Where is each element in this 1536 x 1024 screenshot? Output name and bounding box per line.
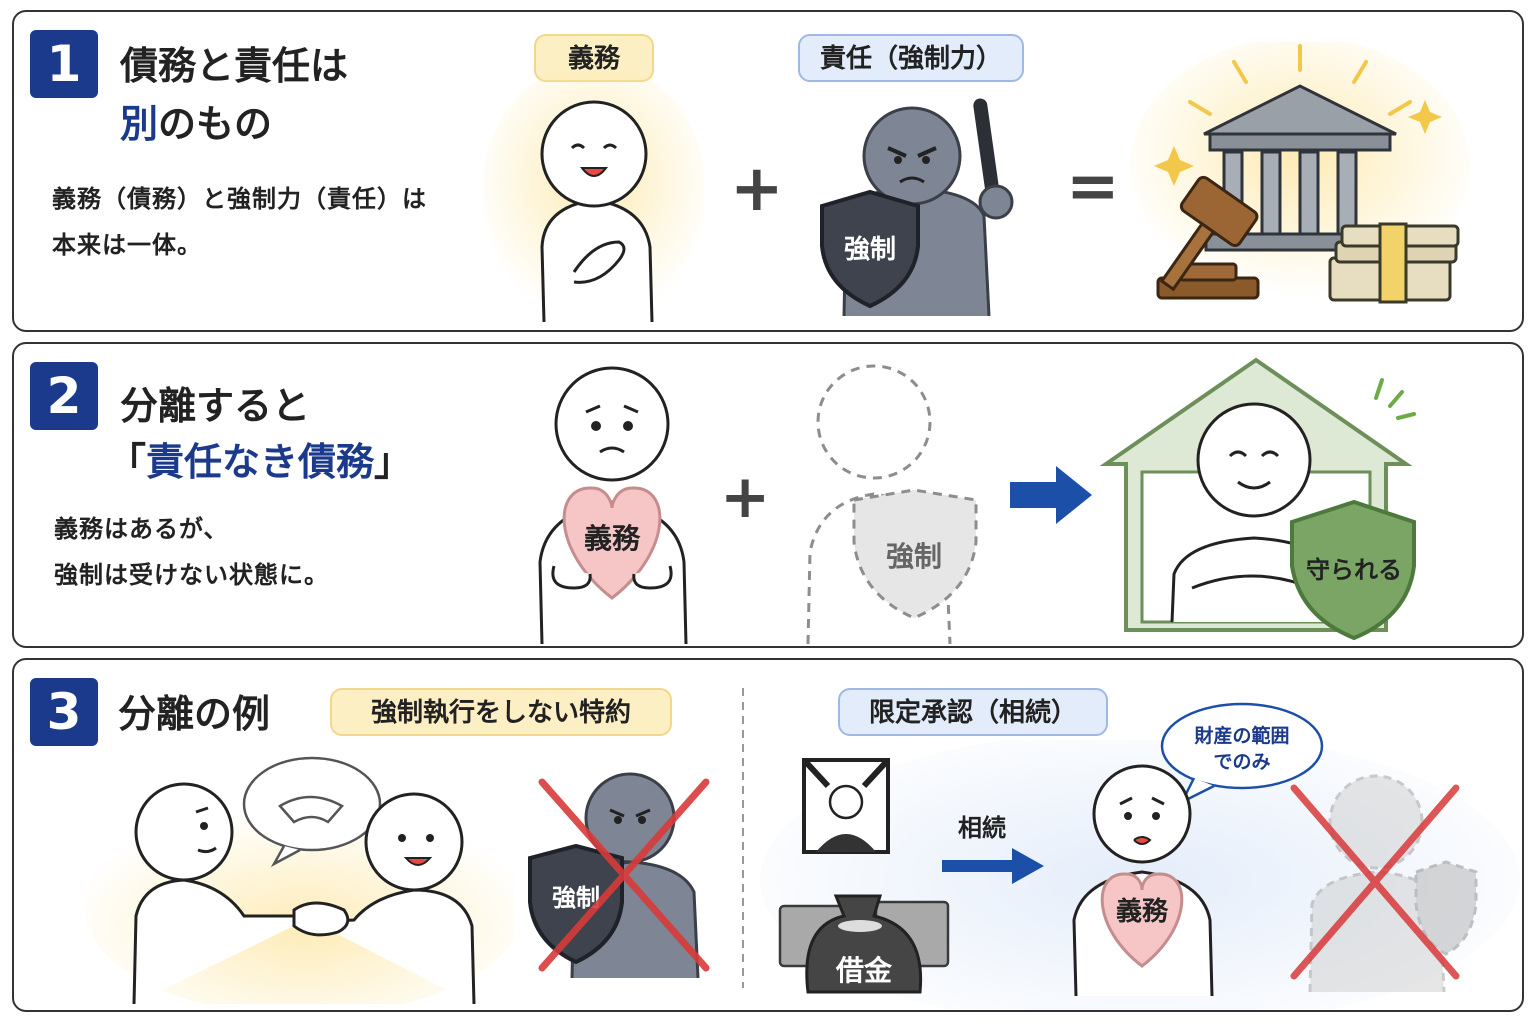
deceased-portrait-and-debt: 借金: [778, 757, 950, 994]
section-divider: [742, 688, 744, 988]
section-2-desc-line2: 強制は受けない状態に。: [54, 561, 329, 589]
section-1-desc-line1: 義務（債務）と強制力（責任）は: [52, 185, 427, 213]
limited-acceptance-label: 限定承認（相続）: [838, 688, 1108, 736]
crossed-enforcer-illustration: 強制: [528, 772, 710, 978]
section-2-title-line2: 「責任なき債務」: [108, 434, 412, 490]
equals-sign: =: [1066, 150, 1120, 224]
liability-label: 責任（強制力）: [798, 34, 1024, 82]
handshake-scene: [84, 756, 514, 1004]
arrow-right-icon: [1010, 466, 1092, 524]
inheritance-arrow-label: 相続: [958, 814, 1006, 842]
speech-bubble: 財産の範囲 でのみ: [1160, 702, 1324, 805]
happy-person-illustration: [484, 72, 704, 322]
faded-crossed-enforcer: [1290, 774, 1478, 992]
worried-person-with-heart: 義務: [538, 366, 688, 644]
bracket-open: 「: [108, 440, 147, 484]
section-1-title-line2: 別のもの: [120, 96, 272, 152]
arrow-right-icon: [942, 848, 1044, 884]
plus-sign: +: [720, 462, 771, 532]
bubble-line1: 財産の範囲: [1194, 724, 1289, 747]
heart-text: 義務: [1116, 897, 1169, 927]
special-agreement-label: 強制執行をしない特約: [330, 688, 672, 736]
section-1-number: 1: [30, 30, 98, 98]
shield-text: 強制: [886, 540, 942, 573]
title-highlight: 責任なき債務: [146, 440, 375, 484]
title-rest: のもの: [158, 102, 273, 146]
court-gavel-money-illustration: [1130, 42, 1470, 304]
section-2-panel: 2 分離すると 「責任なき債務」 義務はあるが、 強制は受けない状態に。 義務 …: [12, 342, 1524, 648]
section-2-desc: 義務はあるが、 強制は受けない状態に。: [54, 506, 329, 598]
heir-person-with-heart: 義務: [1072, 764, 1214, 996]
plus-sign: +: [730, 152, 784, 226]
section-2-desc-line1: 義務はあるが、: [54, 515, 229, 543]
section-3-title: 分離の例: [118, 692, 271, 736]
section-3-number: 3: [30, 678, 98, 746]
section-1-desc-line2: 本来は一体。: [52, 231, 202, 259]
section-1-title-line1: 債務と責任は: [120, 44, 349, 88]
enforcer-illustration: 強制: [820, 98, 1014, 316]
debt-text: 借金: [835, 954, 893, 987]
bubble-line2: でのみ: [1213, 751, 1270, 773]
ghost-enforcer-dashed: 強制: [806, 364, 978, 644]
section-1-desc: 義務（債務）と強制力（責任）は 本来は一体。: [52, 176, 427, 268]
protected-house-illustration: 守られる: [1099, 357, 1416, 641]
bracket-close: 」: [374, 440, 413, 484]
heart-text: 義務: [584, 522, 641, 555]
section-3-panel: 3 分離の例 強制執行をしない特約 限定承認（相続）: [12, 658, 1524, 1012]
protected-text: 守られる: [1306, 556, 1402, 584]
section-2-number: 2: [30, 362, 98, 430]
section-2-title-line1: 分離すると: [120, 384, 311, 428]
title-highlight: 別: [120, 102, 159, 146]
shield-text: 強制: [844, 235, 896, 265]
section-1-panel: 1 債務と責任は 別のもの 義務（債務）と強制力（責任）は 本来は一体。 義務 …: [12, 10, 1524, 332]
